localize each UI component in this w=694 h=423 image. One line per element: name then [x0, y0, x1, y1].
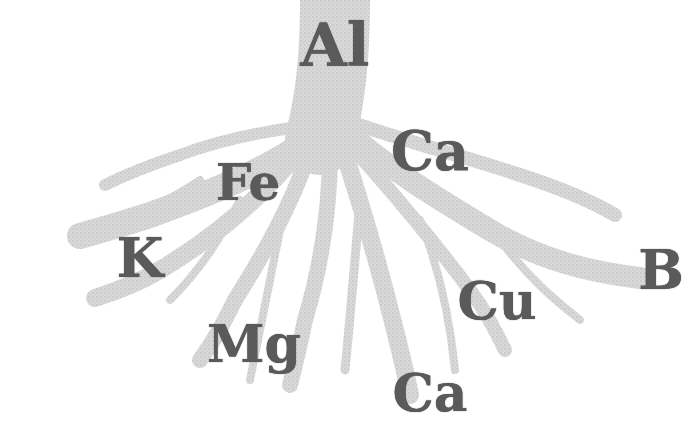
- element-symbol: Fe: [216, 158, 281, 208]
- element-symbol: Cu: [457, 275, 536, 327]
- element-symbol: K: [117, 231, 164, 285]
- element-symbol: B: [638, 243, 684, 297]
- element-symbol: Mg: [207, 318, 301, 370]
- element-symbol: Al: [300, 15, 369, 75]
- element-symbol: Ca: [392, 367, 467, 419]
- element-symbol: Ca: [391, 124, 469, 178]
